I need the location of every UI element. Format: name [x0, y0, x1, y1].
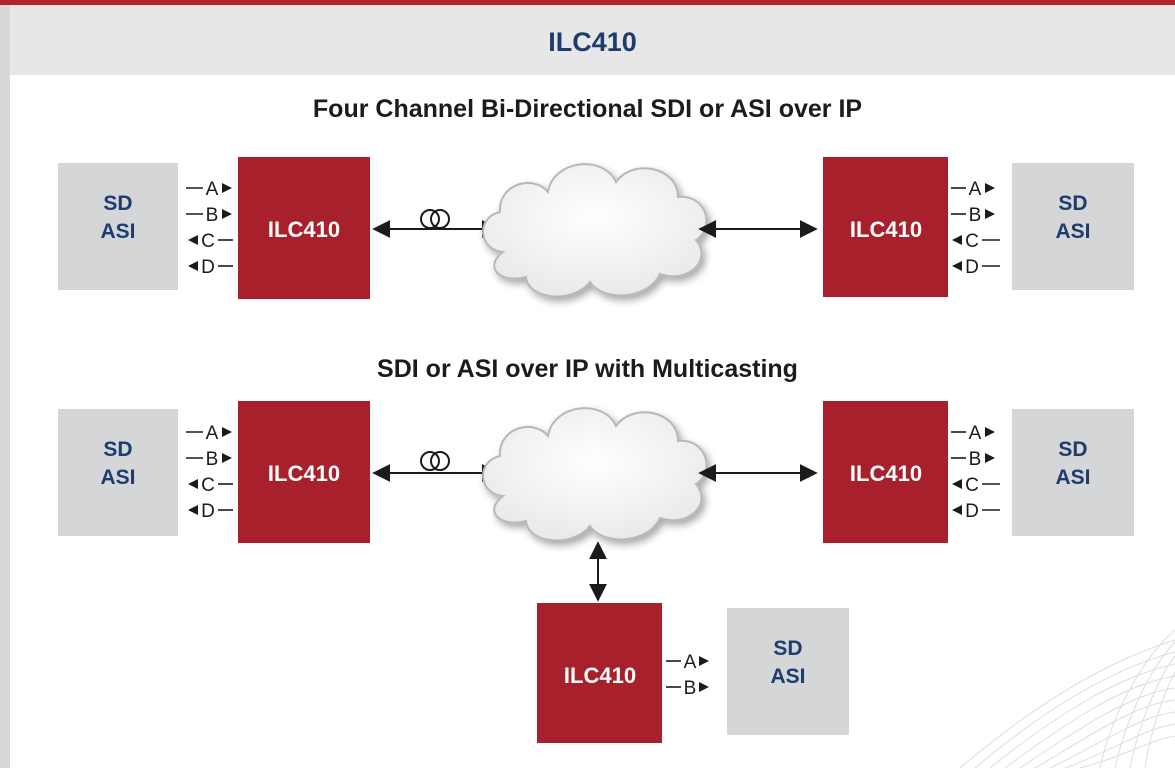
ports-left-top [186, 183, 233, 271]
cloud-icon [482, 407, 708, 542]
port-label-b: B [206, 205, 219, 226]
section-title-bidirectional: Four Channel Bi-Directional SDI or ASI o… [312, 95, 863, 123]
fiber-loop-icon [420, 451, 450, 471]
endpoint-label-sd: SD [1058, 438, 1087, 461]
ilc410-device-left-bottom: ILC410 [238, 401, 370, 543]
port-label-d: D [965, 501, 979, 522]
endpoint-multicast: SD ASI [727, 608, 849, 735]
endpoint-right-bottom: SD ASI [1012, 409, 1134, 536]
endpoint-label-asi: ASI [100, 466, 135, 489]
port-label-a: A [969, 423, 982, 444]
ports-multicast [666, 656, 709, 692]
port-label-c: C [201, 475, 215, 496]
endpoint-right-top: SD ASI [1012, 163, 1134, 290]
ports-right-top [951, 183, 1000, 271]
endpoint-label-asi: ASI [100, 220, 135, 243]
port-label-a: A [206, 179, 219, 200]
port-label-b: B [969, 205, 982, 226]
port-label-d: D [201, 257, 215, 278]
ilc410-device-right-bottom: ILC410 [823, 401, 948, 543]
port-label-b: B [206, 449, 219, 470]
port-label-a: A [206, 423, 219, 444]
cloud-icon [482, 163, 708, 298]
port-label-a: A [969, 179, 982, 200]
endpoint-label-sd: SD [1058, 192, 1087, 215]
ilc410-device-multicast: ILC410 [537, 603, 662, 743]
fiber-loop-icon [420, 209, 450, 229]
decorative-line-pattern [959, 629, 1175, 768]
port-label-d: D [201, 501, 215, 522]
page-title: ILC410 [548, 27, 637, 57]
device-label: ILC410 [268, 461, 340, 486]
top-accent-rule [0, 0, 1175, 5]
endpoint-label-sd: SD [103, 192, 132, 215]
device-label: ILC410 [564, 663, 636, 688]
left-border [0, 5, 10, 768]
ilc410-device-left-top: ILC410 [238, 157, 370, 299]
port-label-d: D [965, 257, 979, 278]
ilc410-device-right-top: ILC410 [823, 157, 948, 297]
port-label-a: A [684, 652, 697, 673]
endpoint-label-sd: SD [103, 438, 132, 461]
endpoint-label-asi: ASI [770, 665, 805, 688]
ports-right-bottom [951, 427, 1000, 515]
header-band: ILC410 [10, 5, 1175, 75]
device-label: ILC410 [850, 217, 922, 242]
endpoint-label-asi: ASI [1055, 220, 1090, 243]
device-label: ILC410 [850, 461, 922, 486]
endpoint-left-top: SD ASI [58, 163, 178, 290]
section-title-multicast: SDI or ASI over IP with Multicasting [377, 355, 798, 383]
endpoint-left-bottom: SD ASI [58, 409, 178, 536]
ports-left-bottom [186, 427, 233, 515]
port-label-c: C [965, 475, 979, 496]
endpoint-label-asi: ASI [1055, 466, 1090, 489]
port-label-b: B [969, 449, 982, 470]
port-label-c: C [965, 231, 979, 252]
device-label: ILC410 [268, 217, 340, 242]
port-label-b: B [684, 678, 697, 699]
port-label-c: C [201, 231, 215, 252]
endpoint-label-sd: SD [773, 637, 802, 660]
